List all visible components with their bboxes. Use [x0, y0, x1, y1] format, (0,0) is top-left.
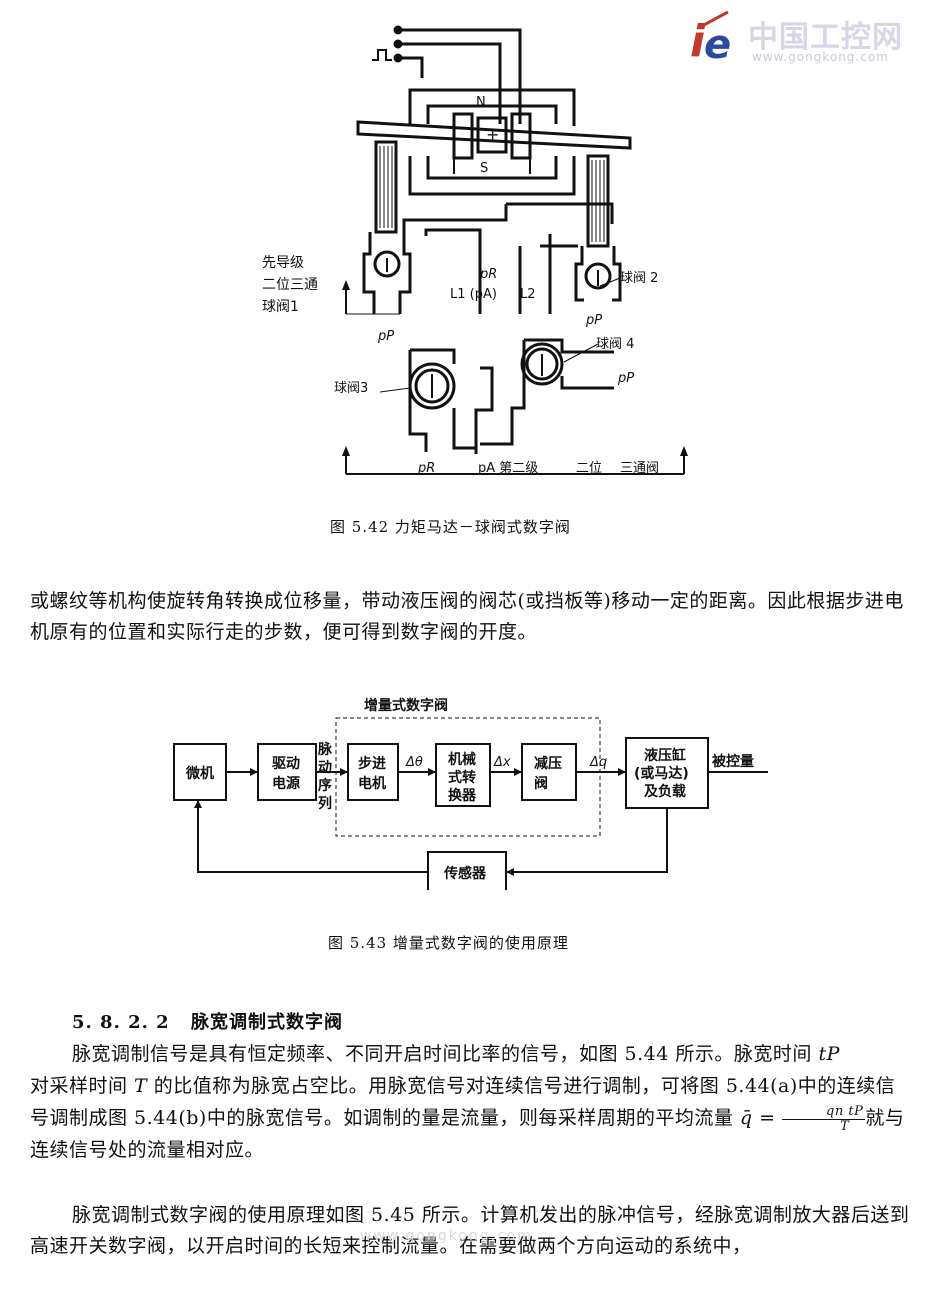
fig543-dq: Δq — [589, 755, 607, 770]
fig542-label-bottom-3way: 三通阀 — [620, 461, 659, 476]
fig543-driver-1: 驱动 — [272, 755, 300, 772]
fig542-label-pP-right2: pP — [617, 371, 634, 386]
fig543-stepper-1: 步进 — [358, 755, 386, 772]
fig543-stepper-2: 电机 — [358, 775, 386, 792]
fig542-pilot-line1: 先导级 — [262, 255, 304, 271]
para2-T: T — [134, 1075, 148, 1097]
fig542-label-ball2: 球阀 2 — [620, 271, 658, 286]
para2-tp: tP — [818, 1043, 840, 1065]
body-paragraph-1: 或螺纹等机构使旋转角转换成位移量，带动液压阀的阀芯(或挡板等)移动一定的距离。因… — [30, 590, 904, 643]
fig543-pulse-3: 序 — [318, 777, 332, 794]
fig542-label-N: N — [476, 95, 486, 110]
fig542-label-plus: + — [486, 125, 499, 144]
fig543-dtheta: Δθ — [405, 755, 423, 770]
fig542-label-pR-bottom: pR — [417, 461, 435, 476]
fig542-label-L1: L1 (pA) — [450, 287, 497, 302]
fig542-pilot-line3: 球阀1 — [262, 299, 299, 315]
fig542-label-S: S — [480, 161, 488, 176]
fig543-pulse-4: 列 — [318, 795, 332, 812]
para2-text-c: 的比值称为脉宽占空比。用脉宽信号对连续信号进行调制，可将图 5.44(a)中的连… — [30, 1075, 896, 1129]
watermark-text: www.gongkong.com — [360, 1228, 534, 1244]
figure-5-42-diagram: N + S pR L1 (pA) L2 pP pP pP 球阀 2 球阀 4 球… — [334, 25, 688, 476]
logo-emblem-icon: i e — [690, 10, 731, 64]
figure-5-43-caption: 图 5.43 增量式数字阀的使用原理 — [328, 934, 569, 952]
fig543-group-title: 增量式数字阀 — [364, 697, 448, 714]
para2-frac-num: qn tP — [782, 1104, 866, 1120]
fig542-label-ball4: 球阀 4 — [596, 337, 634, 352]
fig543-driver-2: 电源 — [272, 775, 300, 792]
section-title: 脉宽调制式数字阀 — [190, 1012, 343, 1033]
para2-text-d: 就与连续信号处的流量相对应。 — [30, 1107, 905, 1161]
para2-text-b: 对采样时间 — [30, 1075, 135, 1097]
fig543-micro: 微机 — [185, 765, 214, 782]
para2-qbar: q̄ = — [739, 1107, 776, 1129]
svg-text:e: e — [704, 22, 731, 64]
fig542-label-pR-top: pR — [479, 267, 497, 282]
figure-5-42-caption: 图 5.42 力矩马达－球阀式数字阀 — [330, 518, 571, 536]
fig543-sensor: 传感器 — [443, 865, 487, 882]
fig543-cyl-3: 及负载 — [644, 783, 686, 800]
fig543-reducer-2: 阀 — [534, 775, 548, 792]
fig542-label-bottom-pA: pA 第二级 — [478, 461, 538, 476]
fig542-label-bottom-pos: 二位 — [576, 461, 602, 476]
fig543-mech-1: 机械 — [448, 751, 476, 768]
fig542-pilot-line2: 二位三通 — [262, 277, 318, 293]
fig543-controlled: 被控量 — [712, 753, 754, 770]
para2-text-a: 脉宽调制信号是具有恒定频率、不同开启时间比率的信号，如图 5.44 所示。脉宽时… — [72, 1043, 819, 1065]
body-paragraph-3: 脉宽调制式数字阀的使用原理如图 5.45 所示。计算机发出的脉冲信号，经脉宽调制… — [30, 1204, 910, 1257]
fig543-mech-2: 式转 — [448, 769, 476, 786]
fig542-label-ball3: 球阀3 — [334, 381, 368, 396]
fig542-label-L2: L2 — [520, 287, 536, 302]
fig542-label-pP-right: pP — [585, 313, 602, 328]
fig542-label-pP-left: pP — [377, 329, 394, 344]
fig543-mech-3: 换器 — [448, 787, 477, 804]
logo-brand-text: 中国工控网 — [748, 20, 903, 55]
fig543-dx: Δx — [493, 755, 511, 770]
section-heading: 5. 8. 2. 2 脉宽调制式数字阀 — [72, 1008, 343, 1034]
logo-url-text: www.gongkong.com — [752, 50, 889, 64]
fig542-pilot-label: 先导级 二位三通 球阀1 — [262, 252, 318, 318]
fig543-pulse-2: 动 — [318, 759, 332, 776]
fig543-reducer-1: 减压 — [534, 755, 562, 772]
fig543-cyl-2: (或马达) — [634, 765, 689, 782]
fig543-pulse-1: 脉 — [317, 741, 333, 758]
svg-text:i: i — [690, 16, 706, 64]
section-number: 5. 8. 2. 2 — [72, 1012, 170, 1033]
para2-frac-den: T — [840, 1118, 850, 1134]
figure-5-43-diagram: 增量式数字阀 微机 驱动 电源 脉 动 序 列 步进 电机 Δθ 机械 式转 换… — [173, 697, 768, 890]
fig543-cyl-1: 液压缸 — [644, 747, 686, 764]
body-paragraph-2: 脉宽调制信号是具有恒定频率、不同开启时间比率的信号，如图 5.44 所示。脉宽时… — [30, 1038, 910, 1166]
